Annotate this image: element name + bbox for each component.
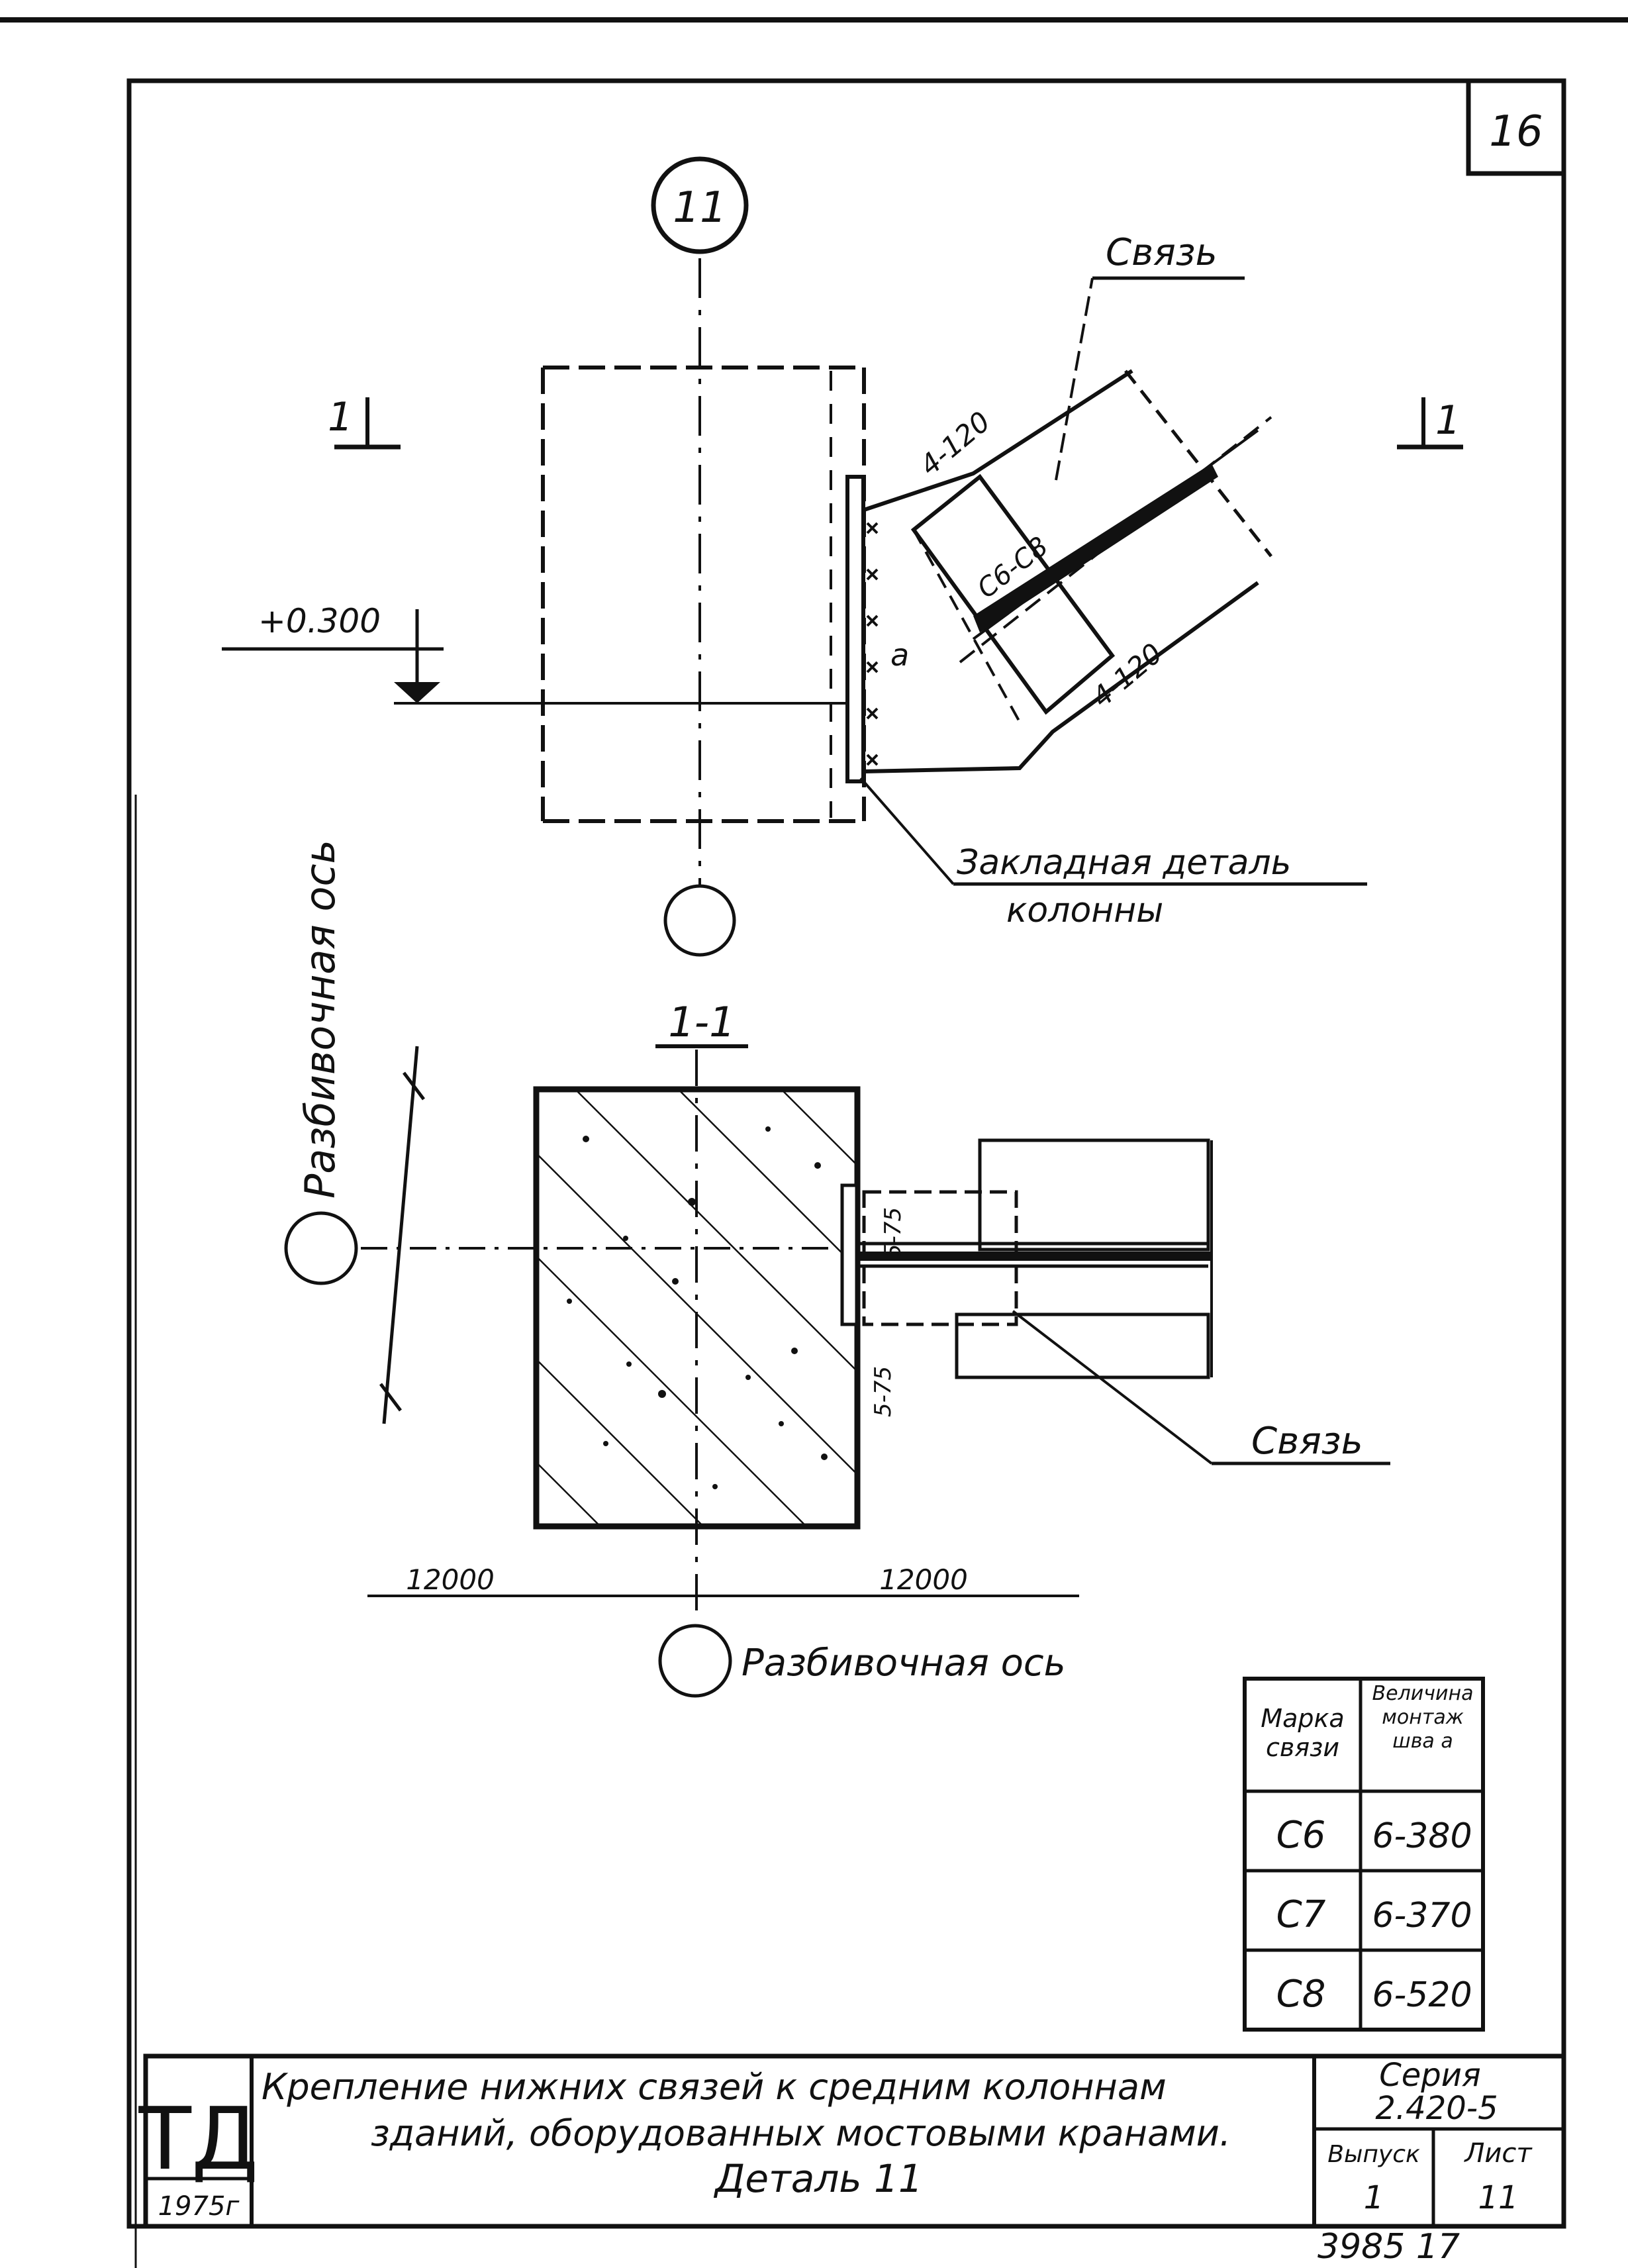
section-title: 1-1 — [655, 998, 748, 1048]
axis-marker-top: 11 — [651, 156, 749, 254]
brace-table: Марка связи Величина монтаж шва a C6 6-3… — [1243, 1677, 1485, 2032]
elevation-mark: +0.300 — [222, 602, 847, 705]
section-mark-left-label: 1 — [328, 394, 353, 440]
embedded-plate — [845, 475, 865, 783]
svyaz-top-leader: Связь — [1055, 231, 1245, 481]
section-embedded-plate — [840, 1183, 859, 1326]
title-year: 1975г — [158, 2191, 240, 2222]
title-line-2: зданий, оборудованных мостовыми кранами. — [371, 2112, 1231, 2154]
table-header-mark: Марка связи — [1261, 1704, 1345, 1762]
section-mark-left: 1 — [328, 394, 401, 450]
section-mark-right-label: 1 — [1435, 397, 1460, 444]
brace-angle-profile — [973, 464, 1218, 632]
svyaz-top-label: Связь — [1106, 231, 1218, 274]
sheet-value: 11 — [1478, 2179, 1518, 2216]
embedded-part-label-2: колонны — [1006, 891, 1163, 930]
axis-marker-top-label: 11 — [673, 183, 726, 232]
table-row-value: 6-520 — [1372, 1975, 1472, 2015]
title-line-3: Деталь 11 — [713, 2156, 923, 2201]
table-header-value: Величина монтаж шва a — [1372, 1682, 1474, 1753]
weld-size-label: a — [890, 637, 909, 673]
svyaz-section-leader: Связь — [1012, 1310, 1390, 1465]
dim-left-label: 12000 — [406, 1563, 495, 1596]
sheet-number-box: 16 — [1466, 78, 1566, 176]
section-weld-bottom: 5-75 — [870, 1366, 896, 1417]
footer-stamp: 3985 17 — [1317, 2227, 1460, 2267]
section-title-label: 1-1 — [668, 998, 735, 1046]
sheet-number: 16 — [1489, 107, 1543, 156]
issue-label: Выпуск — [1327, 2141, 1420, 2168]
axis-circle-mid — [663, 884, 736, 957]
bolt-label-top: 4-120 — [914, 405, 996, 482]
svyaz-section-label: Связь — [1251, 1420, 1363, 1463]
table-row-mark: C7 — [1276, 1893, 1326, 1936]
title-line-1: Крепление нижних связей к средним колонн… — [262, 2066, 1167, 2108]
bottom-axis-label: Разбивочная ось — [742, 1642, 1066, 1685]
issue-value: 1 — [1364, 2179, 1384, 2216]
bolt-label-bottom: 4-120 — [1086, 637, 1169, 714]
table-row-mark: C8 — [1276, 1973, 1326, 2016]
section-brace-angle — [857, 1252, 1212, 1261]
concrete-dots — [567, 1126, 828, 1489]
series-label: Серия — [1379, 2057, 1481, 2094]
section-weld-top: 5-75 — [880, 1207, 906, 1258]
dimension-horizontal: 12000 12000 — [367, 1563, 1079, 1597]
embedded-part-leader: Закладная деталь колонны — [859, 777, 1367, 930]
td-logo: ТД — [138, 2089, 259, 2189]
table-row-value: 6-380 — [1372, 1816, 1472, 1856]
series-value: 2.420-5 — [1375, 2090, 1498, 2127]
sheet-label: Лист — [1463, 2138, 1533, 2169]
elevation-label: +0.300 — [258, 602, 381, 640]
axis-circle-bottom: Разбивочная ось — [658, 1624, 1066, 1698]
embedded-part-label-1: Закладная деталь — [957, 843, 1291, 883]
dim-right-label: 12000 — [879, 1563, 968, 1596]
table-row-mark: C6 — [1276, 1814, 1326, 1857]
dim-line-vertical — [379, 1046, 425, 1424]
vertical-axis-label: Разбивочная ось — [296, 840, 344, 1199]
section-mark-right: 1 — [1397, 397, 1463, 450]
table-row-value: 6-370 — [1372, 1896, 1472, 1936]
column-plan — [541, 366, 866, 823]
weld-marks — [866, 522, 879, 766]
title-block: ТД 1975г Крепление нижних связей к средн… — [138, 2053, 1566, 2229]
